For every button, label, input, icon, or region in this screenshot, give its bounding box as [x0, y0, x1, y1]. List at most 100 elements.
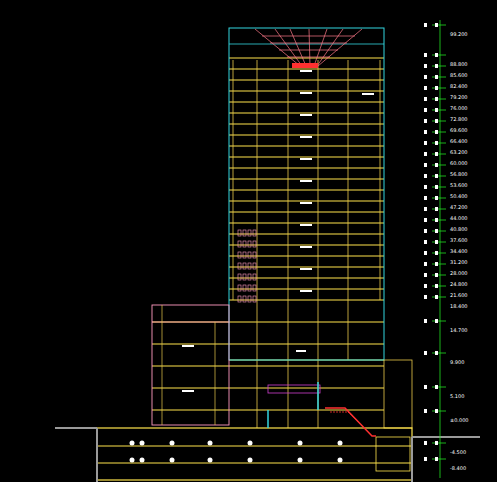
- elevation-label: 72.800: [449, 116, 469, 122]
- elevation-label: 44.000: [449, 215, 469, 221]
- drawing-stroke: [243, 263, 246, 269]
- drawing-stroke: [432, 297, 446, 298]
- drawing-stroke: [435, 284, 438, 288]
- drawing-stroke: [435, 351, 438, 355]
- elevation-label: -4.500: [449, 449, 467, 455]
- drawing-stroke: [435, 141, 438, 145]
- drawing-stroke: [253, 263, 256, 269]
- drawing-stroke: [435, 240, 438, 244]
- drawing-stroke: [300, 290, 312, 292]
- drawing-stroke: [424, 141, 427, 145]
- drawing-stroke: [432, 165, 446, 166]
- drawing-stroke: [229, 123, 384, 124]
- drawing-stroke: [229, 167, 384, 168]
- drawing-stroke: [432, 286, 446, 287]
- drawing-stroke: [435, 75, 438, 79]
- drawing-stroke: [435, 97, 438, 101]
- drawing-stroke: [182, 345, 194, 347]
- elevation-label: 60.000: [449, 160, 469, 166]
- drawing-stroke: [435, 319, 438, 323]
- drawing-stroke: [432, 110, 446, 111]
- elevation-label-holder: 88.800: [449, 52, 469, 59]
- drawing-stroke: [432, 209, 446, 210]
- drawing-stroke: [435, 86, 438, 90]
- drawing-stroke: [432, 231, 446, 232]
- drawing-stroke: [435, 23, 438, 27]
- elevation-label: 37.600: [449, 237, 469, 243]
- drawing-stroke: [229, 145, 384, 146]
- drawing-stroke: [229, 101, 384, 102]
- drawing-stroke: [243, 285, 246, 291]
- elevation-label-holder: 14.700: [449, 318, 469, 325]
- drawing-stroke: [238, 274, 241, 280]
- drawing-stroke: [424, 262, 427, 266]
- elevation-label: 9.900: [449, 359, 465, 365]
- elevation-label: 76.000: [449, 105, 469, 111]
- drawing-stroke: [424, 23, 427, 27]
- drawing-stroke: [248, 296, 251, 302]
- drawing-stroke: [140, 458, 145, 463]
- elevation-label: 47.200: [449, 204, 469, 210]
- drawing-stroke: [432, 443, 446, 444]
- drawing-stroke: [229, 68, 384, 69]
- elevation-label: 53.600: [449, 182, 469, 188]
- drawing-stroke: [424, 64, 427, 68]
- elevation-label: 14.700: [449, 327, 469, 333]
- elevation-label-holder: 5.100: [449, 384, 465, 391]
- drawing-stroke: [424, 119, 427, 123]
- drawing-stroke: [432, 321, 446, 322]
- drawing-stroke: [432, 387, 446, 388]
- drawing-stroke: [424, 295, 427, 299]
- drawing-stroke: [238, 296, 241, 302]
- drawing-stroke: [435, 441, 438, 445]
- drawing-stroke: [300, 268, 312, 270]
- drawing-stroke: [152, 365, 384, 366]
- drawing-stroke: [432, 187, 446, 188]
- drawing-stroke: [432, 143, 446, 144]
- drawing-stroke: [432, 132, 446, 133]
- drawing-stroke: [432, 353, 446, 354]
- elevation-label: 66.400: [449, 138, 469, 144]
- drawing-stroke: [435, 218, 438, 222]
- drawing-stroke: [253, 252, 256, 258]
- drawing-stroke: [435, 119, 438, 123]
- elevation-label-holder: 99.200: [449, 22, 469, 29]
- drawing-stroke: [432, 275, 446, 276]
- drawing-stroke: [300, 202, 312, 204]
- drawing-stroke: [243, 296, 246, 302]
- elevation-label: 28.000: [449, 270, 469, 276]
- drawing-stroke: [182, 390, 194, 392]
- drawing-stroke: [243, 252, 246, 258]
- drawing-stroke: [300, 180, 312, 182]
- drawing-stroke: [432, 459, 446, 460]
- drawing-stroke: [432, 220, 446, 221]
- elevation-label-holder: -8.400: [449, 456, 467, 463]
- drawing-stroke: [248, 458, 253, 463]
- drawing-stroke: [432, 176, 446, 177]
- drawing-stroke: [248, 274, 251, 280]
- drawing-stroke: [229, 255, 384, 256]
- drawing-stroke: [424, 229, 427, 233]
- drawing-stroke: [362, 93, 374, 95]
- drawing-stroke: [208, 441, 213, 446]
- drawing-stroke: [296, 350, 306, 352]
- drawing-stroke: [432, 66, 446, 67]
- drawing-stroke: [424, 97, 427, 101]
- drawing-stroke: [424, 174, 427, 178]
- drawing-stroke: [229, 178, 384, 179]
- drawing-stroke: [229, 57, 384, 58]
- drawing-stroke: [432, 121, 446, 122]
- elevation-label: 50.400: [449, 193, 469, 199]
- drawing-stroke: [300, 70, 312, 72]
- drawing-stroke: [229, 189, 384, 190]
- drawing-stroke: [229, 233, 384, 234]
- drawing-stroke: [435, 53, 438, 57]
- drawing-stroke: [424, 273, 427, 277]
- drawing-stroke: [238, 241, 241, 247]
- elevation-label: 24.800: [449, 281, 469, 287]
- elevation-label: 88.800: [449, 61, 469, 67]
- drawing-stroke: [170, 458, 175, 463]
- elevation-label: 18.400: [449, 303, 469, 309]
- drawing-stroke: [300, 158, 312, 160]
